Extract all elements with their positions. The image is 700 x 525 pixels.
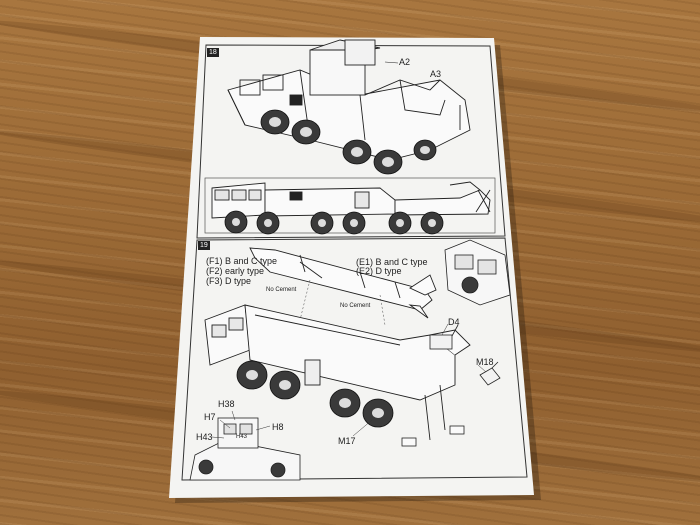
part-label-a2: A2 [399,57,411,67]
part-label-h43-inner: H43 [236,434,248,440]
step-19-badge: 19 [198,241,210,250]
step19-detail-inset [444,239,511,306]
step-18-badge: 18 [207,48,219,57]
part-m18 [479,361,501,386]
variant-label-e2: (E2) D type [356,266,402,276]
part-label-h43-outer: H43 [196,432,213,442]
step19-h-parts-detail [189,417,301,481]
variant-label-f2: (F2) early type [206,266,265,276]
part-label-h38: H38 [218,399,235,409]
part-label-a3: A3 [430,69,442,79]
part-label-m17: M17 [338,436,356,446]
part-d4 [429,324,459,350]
no-cement-note-1: No Cement [266,287,297,293]
variant-label-f1: (F1) B and C type [206,256,278,266]
variant-label-f3: (F3) D type [206,276,252,286]
step18-frame [196,44,506,239]
part-label-h7: H7 [204,412,216,422]
part-label-m18: M18 [476,357,494,367]
variant-label-e1: (E1) B and C type [356,257,428,267]
step18-truck-side [204,177,496,234]
step19-frame [181,237,528,481]
part-label-h8: H8 [272,422,284,432]
step19-missile [249,247,437,319]
part-label-d4: D4 [448,317,460,327]
no-cement-note-2: No Cement [340,303,371,309]
